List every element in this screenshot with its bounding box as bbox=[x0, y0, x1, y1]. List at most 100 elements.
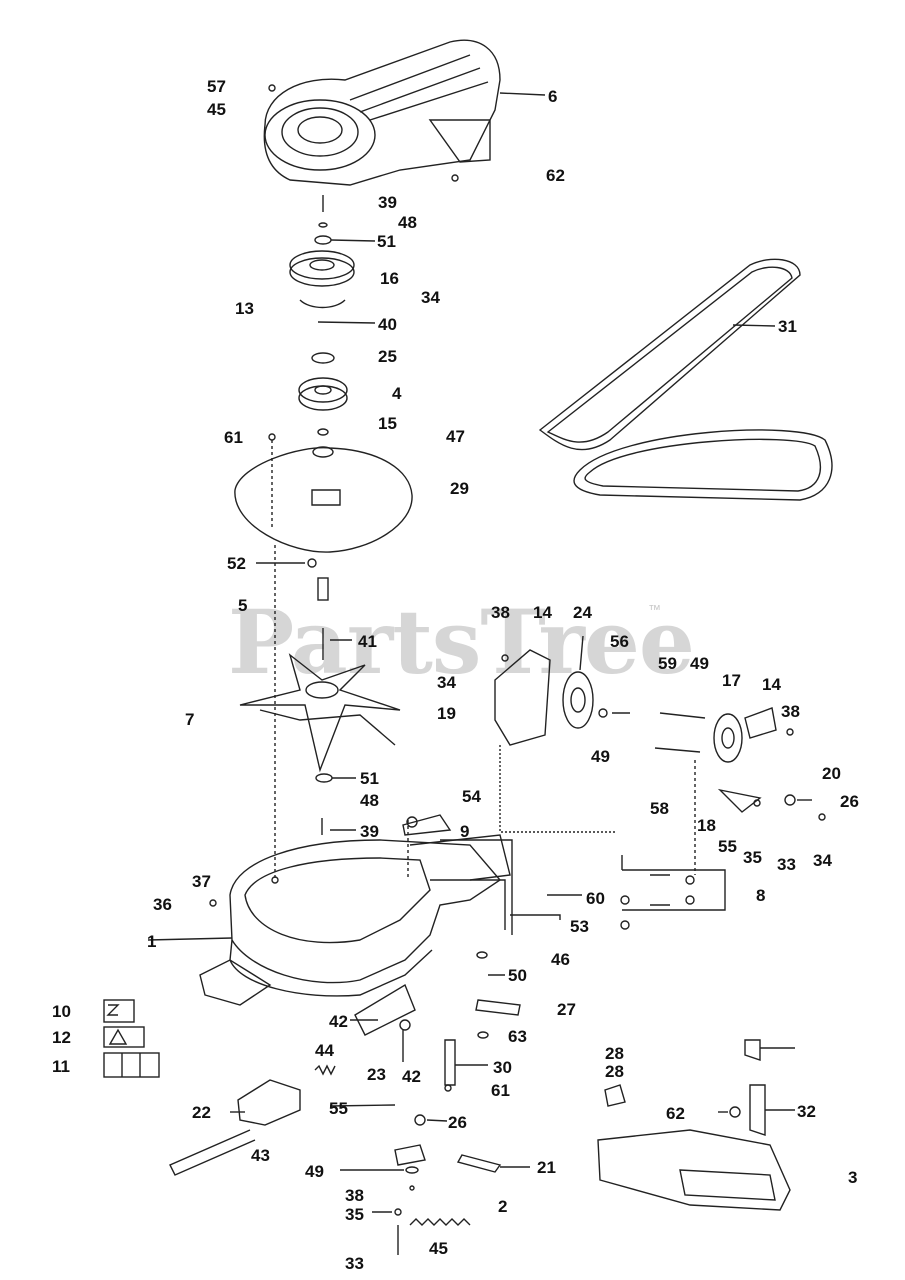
lower-spring-part bbox=[340, 1144, 530, 1255]
callout-5: 5 bbox=[238, 596, 248, 615]
idler-assembly-part bbox=[494, 635, 630, 833]
callout-50: 50 bbox=[508, 966, 527, 985]
belt-part bbox=[538, 258, 833, 501]
callout-18: 18 bbox=[697, 816, 716, 835]
callout-39: 39 bbox=[360, 822, 379, 841]
callout-42: 42 bbox=[402, 1067, 421, 1086]
callout-15: 15 bbox=[378, 414, 397, 433]
callout-33: 33 bbox=[777, 855, 796, 874]
callout-37: 37 bbox=[192, 872, 211, 891]
bracket-part bbox=[510, 855, 726, 930]
callout-48: 48 bbox=[398, 213, 417, 232]
callout-14: 14 bbox=[533, 603, 552, 622]
callout-27: 27 bbox=[557, 1000, 576, 1019]
callout-7: 7 bbox=[185, 710, 195, 729]
callout-3: 3 bbox=[848, 1168, 858, 1187]
callout-35: 35 bbox=[743, 848, 762, 867]
watermark-brand: PartsTree bbox=[228, 590, 695, 694]
callout-29: 29 bbox=[450, 479, 469, 498]
callout-19: 19 bbox=[437, 704, 456, 723]
callout-4: 4 bbox=[392, 384, 402, 403]
callout-20: 20 bbox=[822, 764, 841, 783]
pulley-part bbox=[289, 250, 376, 324]
callout-53: 53 bbox=[570, 917, 589, 936]
callout-49: 49 bbox=[305, 1162, 324, 1181]
callout-34: 34 bbox=[437, 673, 456, 692]
callout-45: 45 bbox=[207, 100, 226, 119]
callout-57: 57 bbox=[207, 77, 226, 96]
callout-14: 14 bbox=[762, 675, 781, 694]
callout-61: 61 bbox=[224, 428, 243, 447]
callout-38: 38 bbox=[491, 603, 510, 622]
callout-9: 9 bbox=[460, 822, 470, 841]
callout-60: 60 bbox=[586, 889, 605, 908]
callout-58: 58 bbox=[650, 799, 669, 818]
callout-61: 61 bbox=[491, 1081, 510, 1100]
callout-49: 49 bbox=[591, 747, 610, 766]
callout-56: 56 bbox=[610, 632, 629, 651]
callout-22: 22 bbox=[192, 1103, 211, 1122]
callout-2: 2 bbox=[498, 1197, 508, 1216]
callout-30: 30 bbox=[493, 1058, 512, 1077]
callout-34: 34 bbox=[813, 851, 832, 870]
callout-25: 25 bbox=[378, 347, 397, 366]
watermark-trademark: ™ bbox=[648, 602, 661, 617]
callout-48: 48 bbox=[360, 791, 379, 810]
callout-32: 32 bbox=[797, 1102, 816, 1121]
spring-part bbox=[314, 1064, 336, 1076]
callout-28: 28 bbox=[605, 1062, 624, 1081]
callout-46: 46 bbox=[551, 950, 570, 969]
callout-11: 11 bbox=[52, 1057, 70, 1076]
side-cover-part bbox=[597, 1039, 795, 1211]
callout-42: 42 bbox=[329, 1012, 348, 1031]
callout-24: 24 bbox=[573, 603, 592, 622]
arm-part bbox=[321, 814, 452, 836]
callout-26: 26 bbox=[840, 792, 859, 811]
callout-54: 54 bbox=[462, 787, 481, 806]
callout-63: 63 bbox=[508, 1027, 527, 1046]
spindle-hardware-upper bbox=[314, 195, 376, 245]
callout-51: 51 bbox=[360, 769, 379, 788]
callout-51: 51 bbox=[377, 232, 396, 251]
blade-part bbox=[239, 577, 401, 783]
callout-43: 43 bbox=[251, 1146, 270, 1165]
idler-pulley-part bbox=[654, 707, 826, 875]
callout-17: 17 bbox=[722, 671, 741, 690]
callout-12: 12 bbox=[52, 1028, 71, 1047]
callout-62: 62 bbox=[546, 166, 565, 185]
linkage-part bbox=[444, 951, 521, 1092]
callout-31: 31 bbox=[778, 317, 797, 336]
deck-housing-part bbox=[147, 545, 513, 1006]
callout-35: 35 bbox=[345, 1205, 364, 1224]
callout-45: 45 bbox=[429, 1239, 448, 1258]
callout-16: 16 bbox=[380, 269, 399, 288]
callout-23: 23 bbox=[367, 1065, 386, 1084]
callout-41: 41 bbox=[358, 632, 377, 651]
callout-40: 40 bbox=[378, 315, 397, 334]
pivot-bracket-part bbox=[350, 983, 416, 1062]
callout-21: 21 bbox=[537, 1158, 556, 1177]
callout-10: 10 bbox=[52, 1002, 71, 1021]
callout-49: 49 bbox=[690, 654, 709, 673]
callout-6: 6 bbox=[548, 87, 558, 106]
callout-26: 26 bbox=[448, 1113, 467, 1132]
callout-47: 47 bbox=[446, 427, 465, 446]
callout-44: 44 bbox=[315, 1041, 334, 1060]
lift-assembly-part bbox=[169, 1079, 448, 1176]
callout-34: 34 bbox=[421, 288, 440, 307]
callout-28: 28 bbox=[605, 1044, 624, 1063]
callout-38: 38 bbox=[345, 1186, 364, 1205]
callout-38: 38 bbox=[781, 702, 800, 721]
callout-52: 52 bbox=[227, 554, 246, 573]
callout-62: 62 bbox=[666, 1104, 685, 1123]
callout-8: 8 bbox=[756, 886, 766, 905]
spindle-housing-part bbox=[298, 352, 348, 458]
belt-cover-part bbox=[263, 39, 546, 186]
callout-33: 33 bbox=[345, 1254, 364, 1273]
callout-55: 55 bbox=[329, 1099, 348, 1118]
decals-part bbox=[103, 999, 160, 1078]
callout-13: 13 bbox=[235, 299, 254, 318]
callout-59: 59 bbox=[658, 654, 677, 673]
